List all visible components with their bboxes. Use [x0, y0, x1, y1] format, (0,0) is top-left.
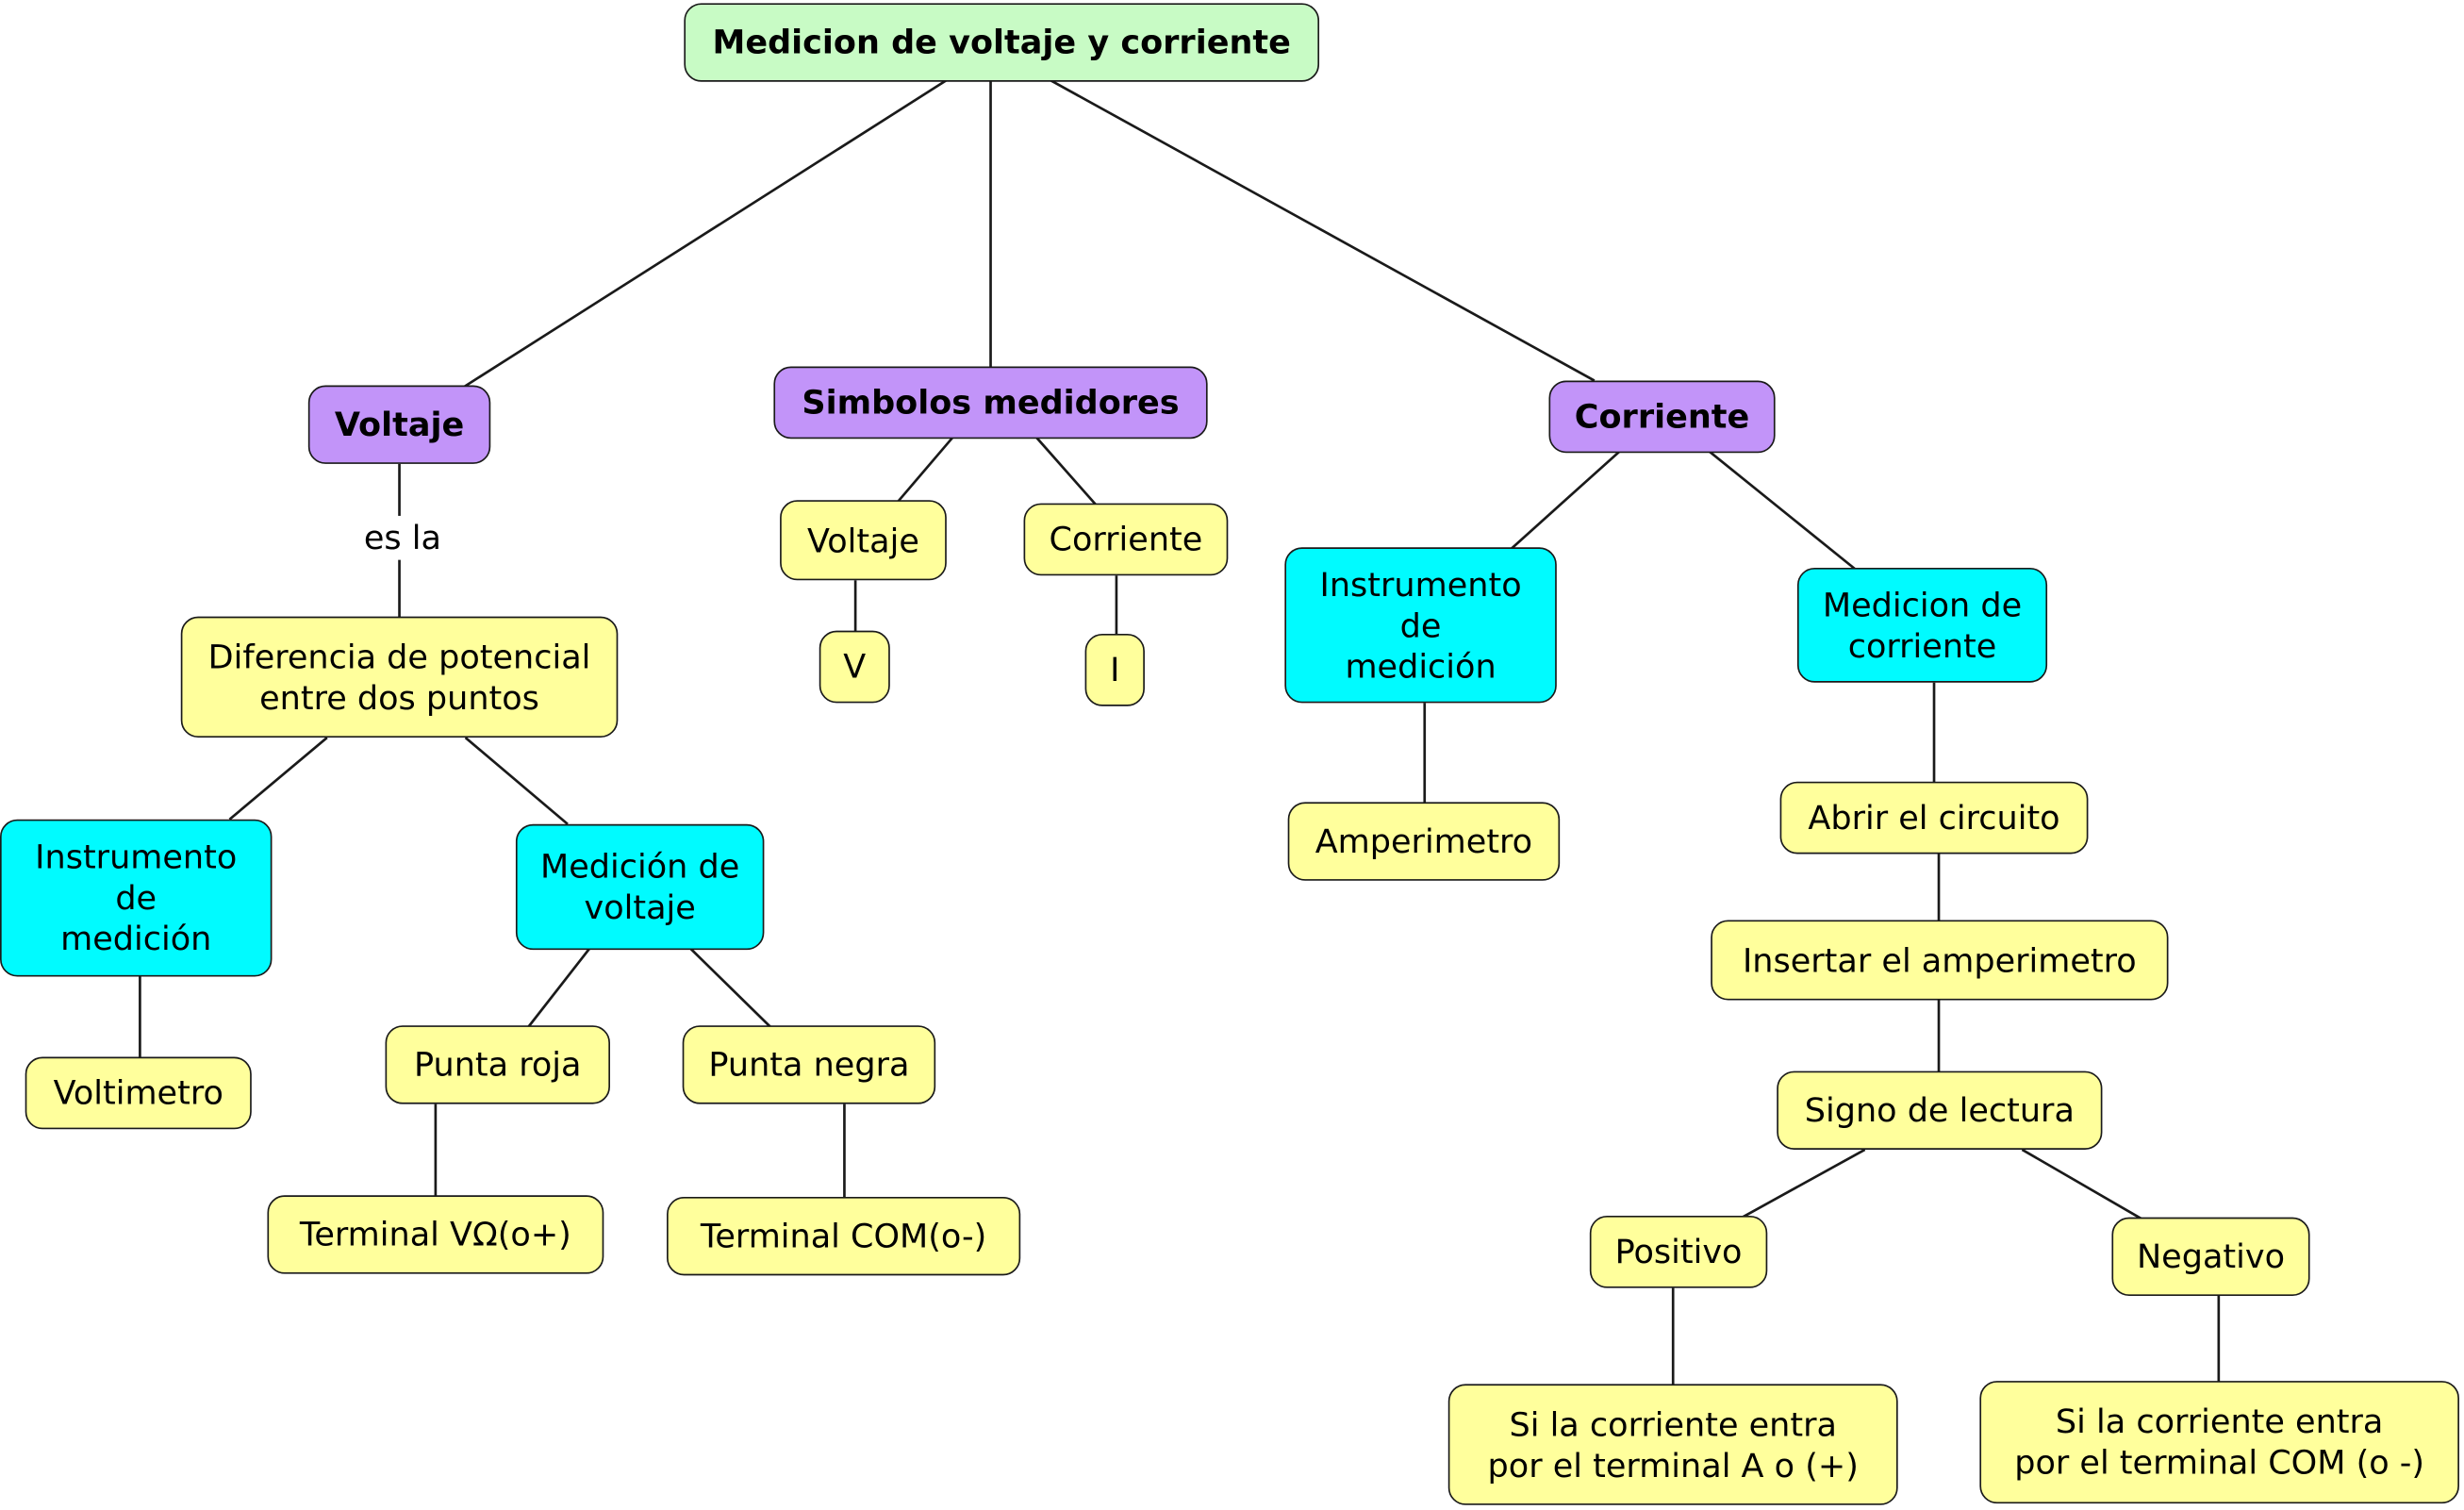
node-si-negativo[interactable]: Si la corriente entra por el terminal CO…	[1979, 1381, 2459, 1504]
node-instrumento-voltaje[interactable]: Instrumento de medición	[0, 819, 273, 977]
node-terminal-com[interactable]: Terminal COM(o-)	[667, 1196, 1021, 1276]
node-simbolo-voltaje[interactable]: Voltaje	[780, 500, 947, 581]
edge-root-voltaje	[463, 78, 948, 389]
edge-simbolos-corriente	[1034, 436, 1098, 506]
node-amperimetro[interactable]: Amperimetro	[1287, 802, 1561, 881]
edge-signo-negativo	[2021, 1148, 2142, 1220]
edge-medicion-roja	[527, 947, 591, 1028]
node-instrumento-corriente[interactable]: Instrumento de medición	[1284, 547, 1557, 704]
node-signo-lectura[interactable]: Signo de lectura	[1777, 1070, 2103, 1150]
node-punta-roja[interactable]: Punta roja	[385, 1025, 610, 1104]
node-simbolo-i[interactable]: I	[1084, 634, 1145, 706]
node-corriente[interactable]: Corriente	[1548, 380, 1776, 454]
node-positivo[interactable]: Positivo	[1589, 1215, 1768, 1288]
node-insertar-amperimetro[interactable]: Insertar el amperimetro	[1711, 920, 2169, 1001]
node-si-positivo[interactable]: Si la corriente entra por el terminal A …	[1447, 1384, 1898, 1505]
edge-diferencia-instr	[228, 737, 328, 821]
node-medicion-voltaje[interactable]: Medición de voltaje	[515, 823, 765, 951]
edge-root-corriente	[1050, 78, 1596, 382]
edge-medicion-negra	[689, 947, 772, 1028]
node-voltimetro[interactable]: Voltimetro	[25, 1056, 252, 1130]
edge-corriente-medicion	[1708, 450, 1857, 571]
node-negativo[interactable]: Negativo	[2111, 1217, 2310, 1297]
node-voltaje[interactable]: Voltaje	[307, 385, 491, 464]
node-root-title[interactable]: Medicion de voltaje y corriente	[684, 3, 1320, 82]
node-simbolo-corriente[interactable]: Corriente	[1023, 503, 1229, 576]
node-simbolos-medidores[interactable]: Simbolos medidores	[773, 366, 1208, 440]
node-terminal-vo[interactable]: Terminal VΩ(o+)	[267, 1195, 604, 1274]
node-punta-negra[interactable]: Punta negra	[682, 1025, 936, 1104]
link-label-es-la: es la	[355, 517, 450, 558]
node-medicion-corriente[interactable]: Medicion de corriente	[1796, 567, 2048, 683]
node-abrir-circuito[interactable]: Abrir el circuito	[1779, 781, 2089, 855]
edge-diferencia-medicion	[464, 737, 569, 825]
node-diferencia-potencial[interactable]: Diferencia de potencial entre dos puntos	[180, 616, 619, 738]
edge-corriente-instr	[1510, 450, 1621, 550]
edge-signo-positivo	[1741, 1148, 1866, 1219]
node-simbolo-v[interactable]: V	[819, 630, 890, 704]
edge-simbolos-voltaje	[897, 436, 954, 503]
